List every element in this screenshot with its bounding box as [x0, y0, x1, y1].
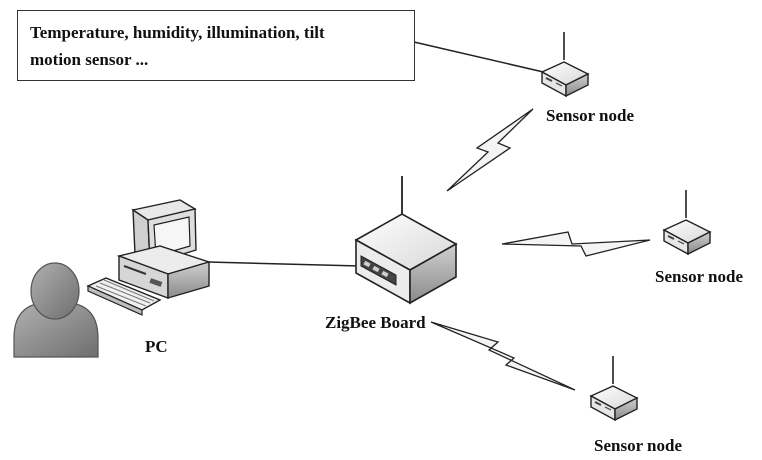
sensor-node-label: Sensor node	[655, 267, 744, 286]
sensor-node-icon	[663, 189, 711, 255]
callout-line-2: motion sensor ...	[30, 50, 149, 69]
sensor-node-icon	[590, 355, 638, 421]
keyboard-icon	[86, 277, 162, 316]
wireless-link-icon	[501, 231, 651, 257]
sensor-types-callout: Temperature, humidity, illumination, til…	[17, 10, 415, 81]
zigbee-board-icon	[354, 176, 458, 305]
sensor-node-icon	[541, 31, 589, 97]
pc-icon	[116, 199, 212, 300]
sensor-node-label: Sensor node	[546, 106, 635, 125]
pc-label: PC	[145, 337, 168, 356]
callout-line-1: Temperature, humidity, illumination, til…	[30, 23, 325, 42]
wireless-link-icon	[430, 321, 576, 391]
user-icon	[13, 262, 99, 358]
wireless-link-icon	[446, 108, 534, 192]
zigbee-board-label: ZigBee Board	[325, 313, 426, 332]
callout-connector	[413, 41, 553, 75]
pc-zigbee-link	[207, 261, 361, 267]
sensor-node-label: Sensor node	[594, 436, 683, 455]
